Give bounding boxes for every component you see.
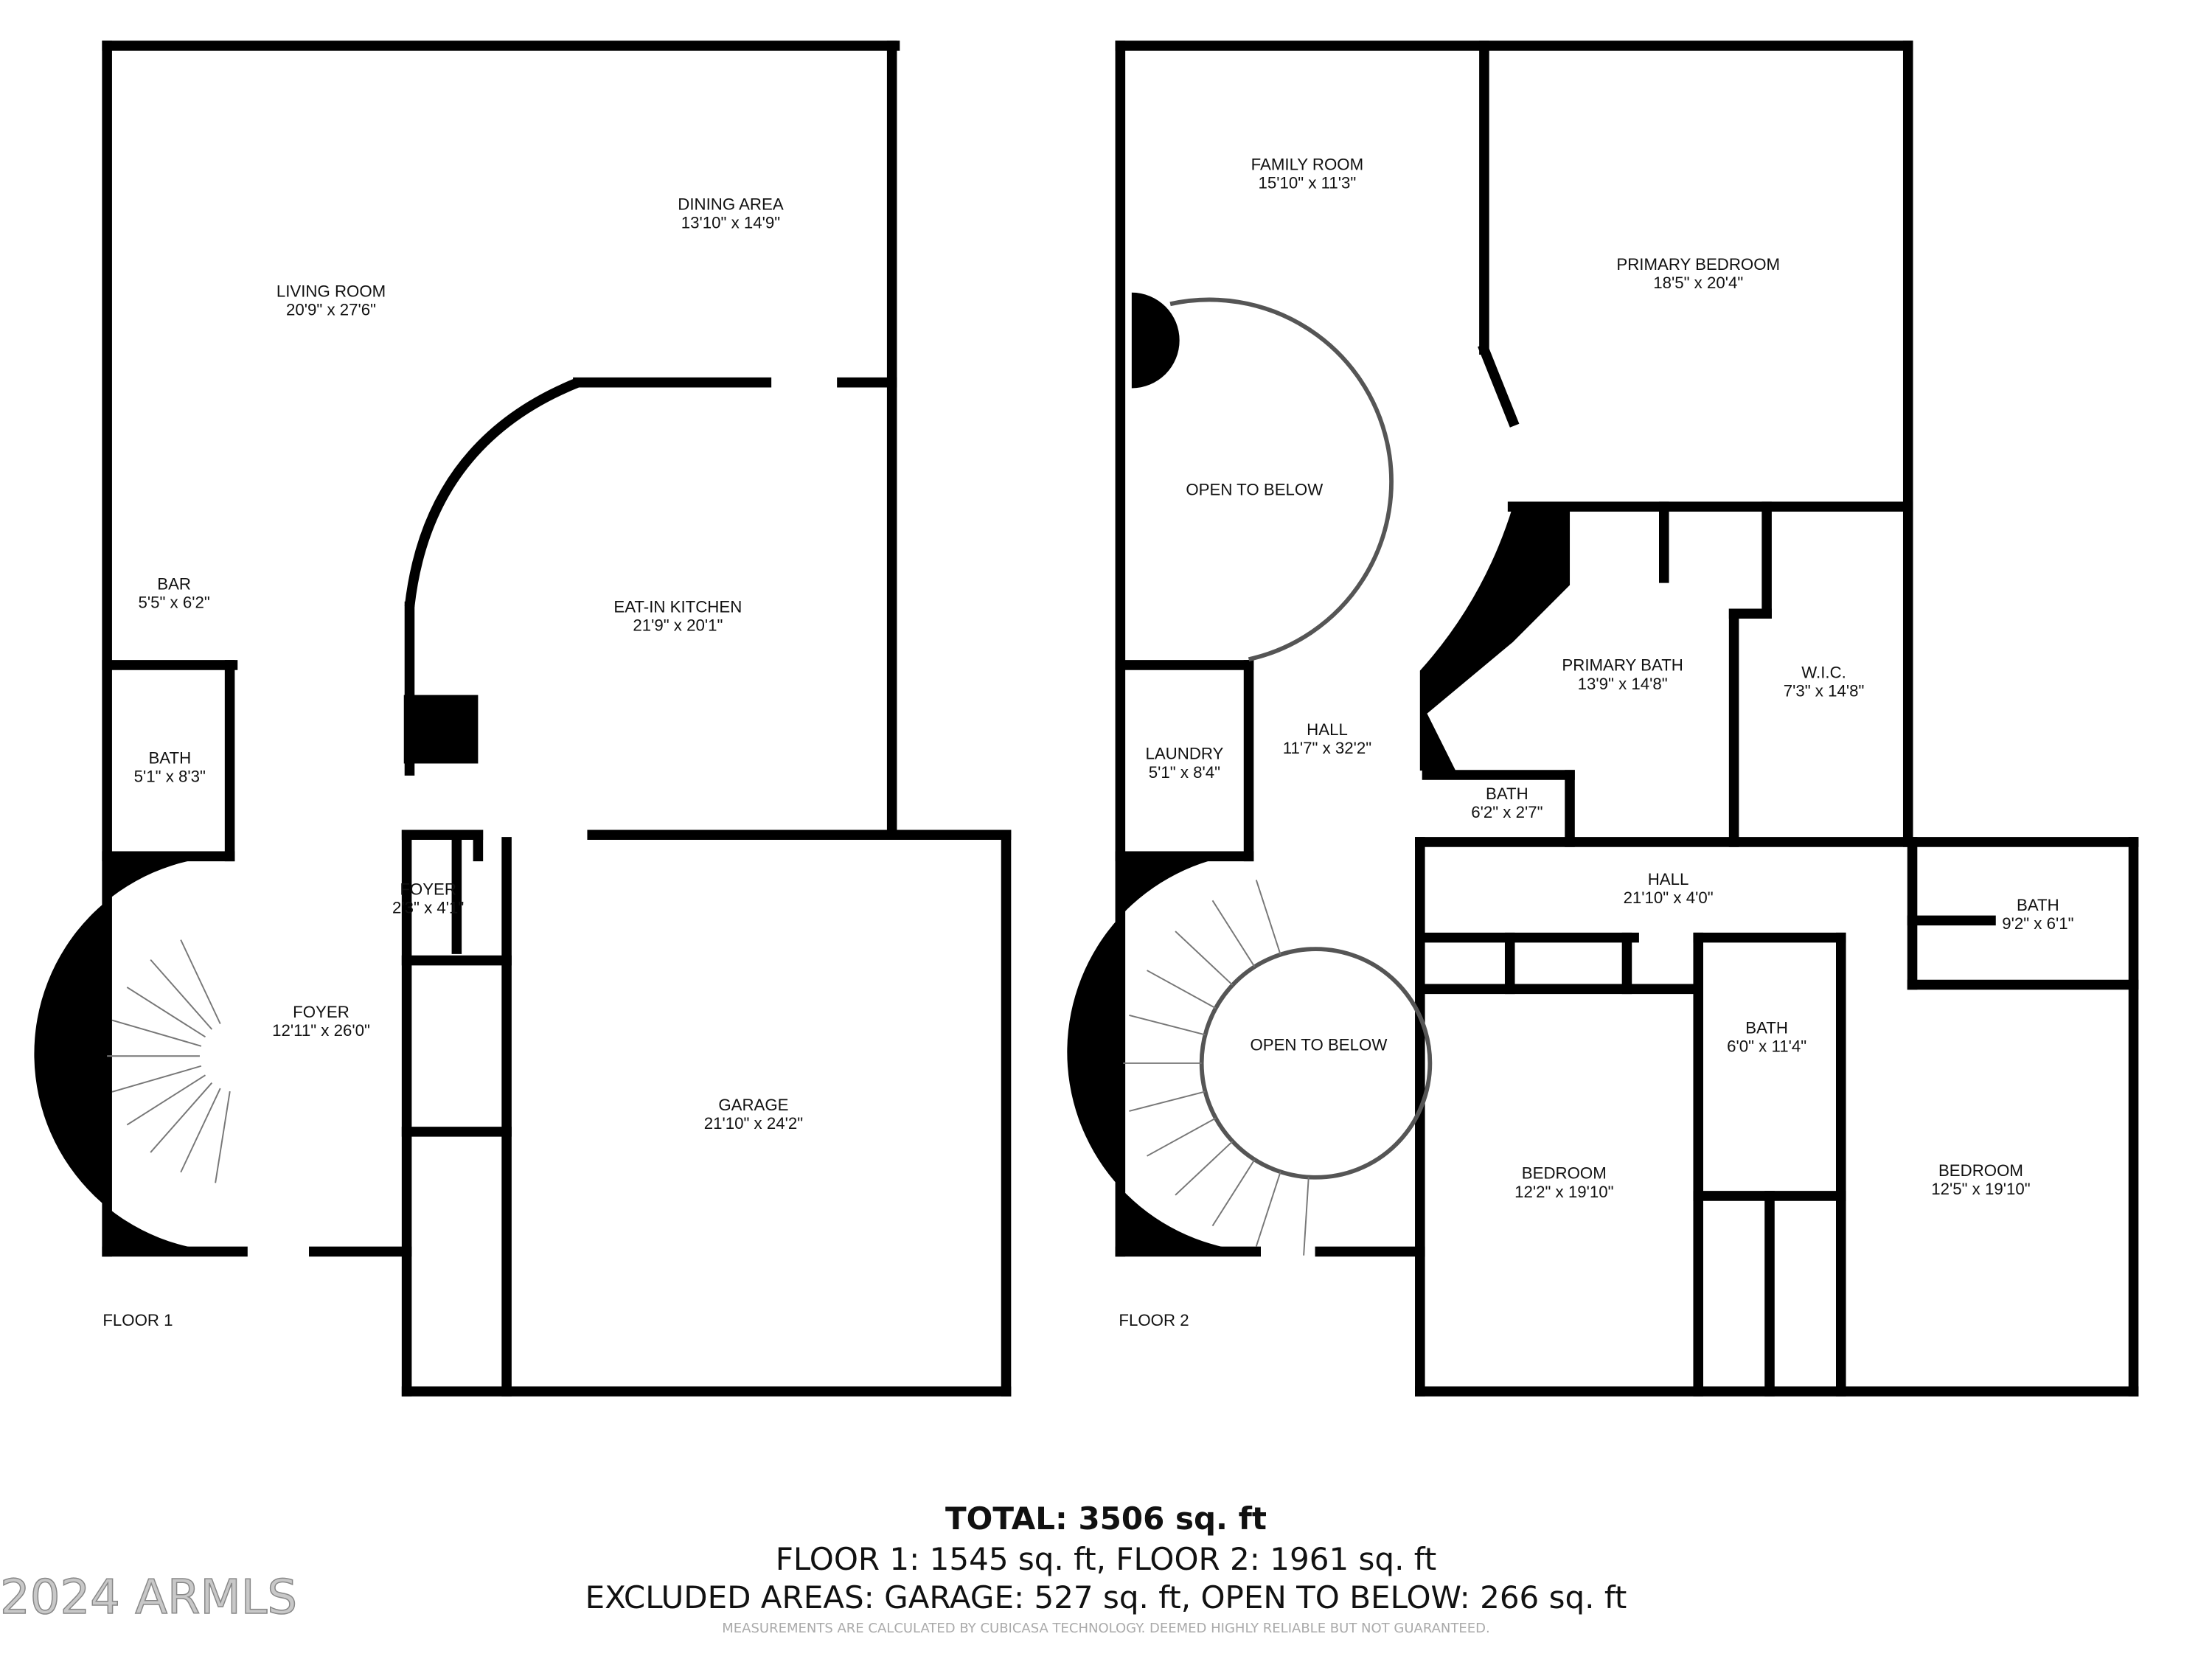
room-name: W.I.C.: [1801, 663, 1846, 681]
room-name: BAR: [157, 574, 191, 593]
railing: [1199, 947, 1433, 1180]
railing: [1169, 297, 1394, 662]
room-name: PRIMARY BEDROOM: [1616, 255, 1780, 274]
floor-1-label: FLOOR 1: [102, 1311, 173, 1329]
stair-tread: [126, 987, 206, 1038]
room-name: HALL: [1307, 720, 1348, 739]
column: [403, 695, 479, 764]
room-dimensions: 21'10" x 4'0": [1624, 888, 1714, 907]
room-dimensions: 15'10" x 11'3": [1259, 173, 1357, 192]
stair-base: [1067, 856, 1256, 1252]
total-area: TOTAL: 3506 sq. ft: [945, 1500, 1267, 1537]
stair-tread: [1211, 1159, 1256, 1227]
stair-tread: [1255, 880, 1281, 955]
room-dimensions: 6'2" x 2'7": [1471, 803, 1543, 821]
room-name: BATH: [1486, 785, 1528, 803]
stair-tread: [1175, 1141, 1234, 1196]
room-dimensions: 13'10" x 14'9": [681, 214, 780, 232]
room-dimensions: 21'9" x 20'1": [633, 616, 723, 634]
wall: [404, 378, 580, 608]
stair-tread: [1303, 1177, 1310, 1256]
stair-tread: [111, 1065, 202, 1093]
stair-tread: [215, 1091, 231, 1183]
room-dimensions: 12'2" x 19'10": [1514, 1183, 1613, 1201]
room-name: OPEN TO BELOW: [1186, 481, 1323, 499]
stair-tread: [1129, 1091, 1206, 1112]
stair-tread: [126, 1074, 206, 1126]
room-name: HALL: [1648, 870, 1689, 888]
room-dimensions: 2'3" x 4'1": [392, 899, 464, 917]
room-name: BATH: [148, 748, 191, 767]
room-dimensions: 5'1" x 8'3": [134, 768, 206, 786]
stair-tread: [1255, 1171, 1281, 1247]
stair-tread: [150, 1082, 213, 1153]
stair-tread: [1175, 931, 1234, 986]
room-name: FAMILY ROOM: [1251, 155, 1363, 173]
room-name: BATH: [2017, 896, 2059, 914]
walls: [34, 41, 2139, 1397]
watermark: 2024 ARMLS: [0, 1570, 298, 1626]
room-name: BATH: [1745, 1018, 1788, 1037]
room-dimensions: 11'7" x 32'2": [1283, 739, 1371, 757]
stair-base: [34, 856, 236, 1252]
stair-tread: [1129, 1015, 1206, 1036]
room-name: EAT-IN KITCHEN: [613, 597, 742, 616]
room-name: DINING AREA: [678, 195, 784, 214]
stair-tread: [180, 939, 221, 1024]
stair-tread: [1147, 970, 1217, 1009]
room-name: LIVING ROOM: [276, 282, 386, 301]
stair-tread: [180, 1088, 221, 1173]
room-dimensions: 12'5" x 19'10": [1931, 1180, 2030, 1198]
room-dimensions: 5'5" x 6'2": [138, 594, 209, 612]
room-name: OPEN TO BELOW: [1250, 1036, 1387, 1054]
stair-tread: [1211, 900, 1256, 967]
stair-tread: [1147, 1117, 1217, 1157]
stair-tread: [111, 1019, 202, 1047]
stair-tread: [150, 959, 213, 1030]
floor-2-label: FLOOR 2: [1119, 1311, 1189, 1329]
excluded-areas: EXCLUDED AREAS: GARAGE: 527 sq. ft, OPEN…: [585, 1579, 1627, 1615]
room-dimensions: 18'5" x 20'4": [1653, 274, 1743, 292]
disclaimer: MEASUREMENTS ARE CALCULATED BY CUBICASA …: [722, 1621, 1490, 1636]
room-dimensions: 5'1" x 8'4": [1149, 763, 1220, 782]
room-dimensions: 21'10" x 24'2": [704, 1114, 803, 1133]
room-name: GARAGE: [718, 1096, 788, 1114]
room-dimensions: 20'9" x 27'6": [286, 301, 376, 319]
room-dimensions: 12'11" x 26'0": [272, 1021, 370, 1040]
room-name: LAUNDRY: [1145, 745, 1223, 763]
column: [1131, 292, 1180, 389]
wall: [1478, 343, 1520, 428]
room-dimensions: 7'3" x 14'8": [1784, 682, 1865, 700]
room-name: FOYER: [400, 880, 456, 899]
room-dimensions: 9'2" x 6'1": [2002, 914, 2073, 933]
room-name: PRIMARY BATH: [1562, 656, 1683, 675]
room-name: BEDROOM: [1938, 1161, 2023, 1180]
room-name: FOYER: [293, 1003, 349, 1021]
room-name: BEDROOM: [1522, 1164, 1607, 1183]
wall-block: [1419, 507, 1571, 771]
floor-areas: FLOOR 1: 1545 sq. ft, FLOOR 2: 1961 sq. …: [775, 1541, 1437, 1577]
room-dimensions: 6'0" x 11'4": [1727, 1037, 1806, 1055]
room-dimensions: 13'9" x 14'8": [1578, 675, 1668, 693]
